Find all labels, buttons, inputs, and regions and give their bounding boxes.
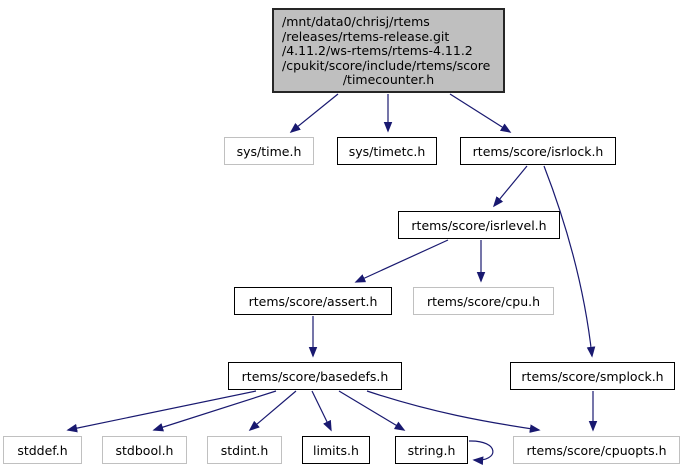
node-basedefs[interactable]: rtems/score/basedefs.h [228, 362, 402, 390]
node-cpu: rtems/score/cpu.h [413, 287, 554, 315]
node-stdbool: stdbool.h [102, 436, 187, 464]
main-node-path-line: /cpukit/score/include/rtems/score [282, 57, 491, 73]
node-sys-timetc[interactable]: sys/timetc.h [337, 137, 437, 165]
edge-basedefs-to-limits [311, 390, 332, 432]
node-smplock[interactable]: rtems/score/smplock.h [510, 362, 675, 390]
node-stdint: stdint.h [207, 436, 282, 464]
edge-isrlevel-to-assert [354, 239, 449, 283]
node-limits[interactable]: limits.h [302, 436, 370, 464]
main-node-path-line: /4.11.2/ws-rtems/rtems-4.11.2 [282, 43, 473, 59]
edge-timecounter-to-isrlock [449, 93, 512, 133]
edge-basedefs-to-cpuopts [366, 390, 541, 433]
node-sys-time: sys/time.h [224, 137, 314, 165]
main-node-path-line: /releases/rtems-release.git [282, 28, 450, 44]
node-cpuopts: rtems/score/cpuopts.h [513, 436, 680, 464]
node-timecounter: /mnt/data0/chrisj/rtems /releases/rtems-… [272, 8, 505, 93]
edge-basedefs-to-stdbool [152, 390, 277, 432]
edge-basedefs-to-stdint [248, 390, 297, 432]
edge-isrlock-to-isrlevel [492, 165, 528, 208]
edge-timecounter-to-sys-time [289, 93, 339, 134]
edge-basedefs-to-string [338, 390, 406, 431]
node-stddef: stddef.h [3, 436, 82, 464]
edge-isrlock-to-smplock [543, 165, 596, 358]
main-node-filename-line: /timecounter.h [342, 72, 435, 88]
node-assert[interactable]: rtems/score/assert.h [234, 287, 392, 315]
node-isrlock[interactable]: rtems/score/isrlock.h [460, 137, 616, 165]
node-string[interactable]: string.h [395, 436, 468, 464]
node-isrlevel[interactable]: rtems/score/isrlevel.h [398, 211, 560, 239]
main-node-path-line: /mnt/data0/chrisj/rtems [282, 14, 430, 29]
edge-string-self-loop [468, 440, 494, 466]
edge-basedefs-to-stddef [66, 390, 257, 433]
